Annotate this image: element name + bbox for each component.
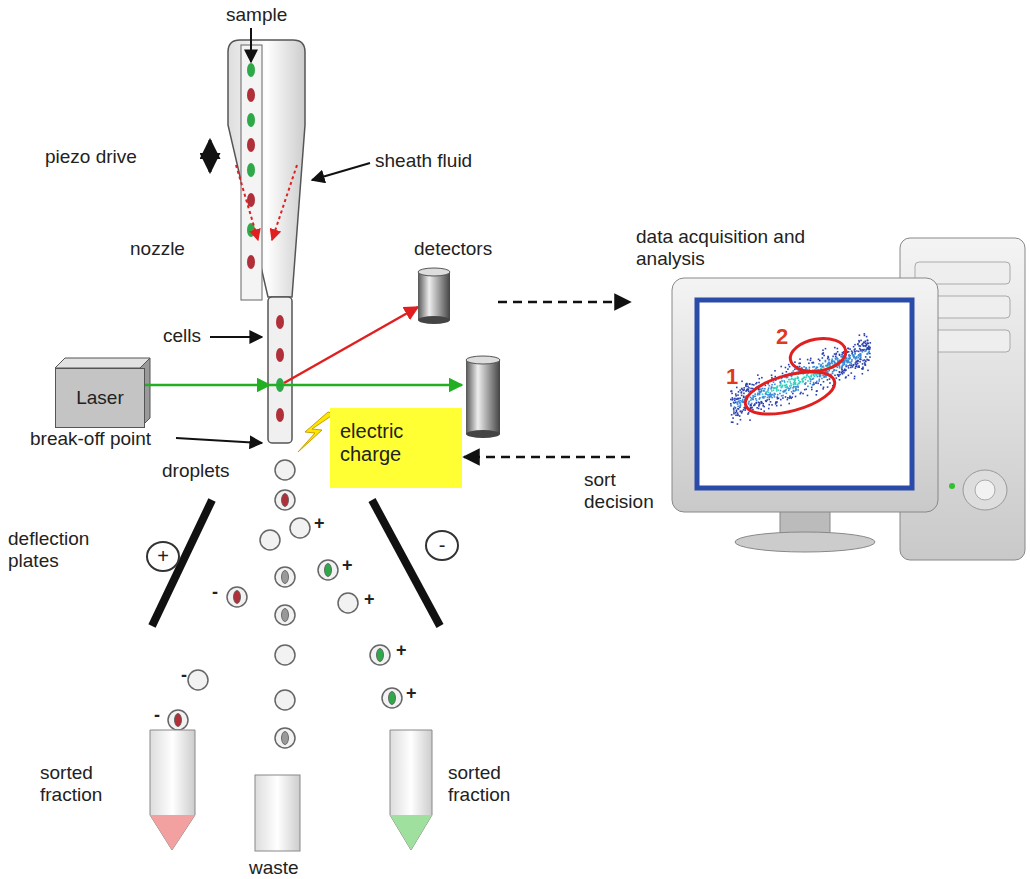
collection-tube — [390, 730, 432, 850]
nozzle-body — [228, 40, 305, 297]
node-text: electric charge — [340, 420, 456, 466]
part-label: waste — [249, 857, 299, 879]
edge-label: sort decision — [582, 469, 656, 513]
part-label: sorted fraction — [40, 762, 135, 806]
part-label: cells — [163, 325, 201, 347]
charge-sign: + — [364, 590, 375, 608]
part-label: nozzle — [130, 238, 185, 260]
detector-unit: detectors — [414, 238, 496, 324]
waste-container — [255, 775, 300, 851]
charge-sign: + — [396, 641, 407, 659]
part-label: deflection plates — [8, 528, 118, 572]
sheath-flow — [272, 165, 297, 240]
node-text: + — [148, 545, 178, 568]
polarity-circle: - — [425, 530, 459, 561]
node-text: detectors — [414, 238, 496, 260]
node-text: - — [427, 534, 457, 557]
charge-sign: - — [212, 583, 218, 601]
gate-ellipse — [788, 334, 849, 375]
leader-line — [250, 28, 252, 62]
deflection-plate — [372, 500, 440, 626]
part-label: sorted fraction — [448, 762, 543, 806]
node-text: data acquisition and analysis — [636, 226, 866, 270]
fluid-stream — [268, 297, 292, 443]
charge-box: electric charge — [330, 408, 462, 488]
cells-in-stream — [247, 63, 284, 422]
collection-tube — [150, 730, 195, 850]
part-label: piezo drive — [45, 146, 137, 168]
dashed-arrow — [498, 301, 630, 304]
sheath-flow — [236, 165, 258, 240]
monitor — [672, 278, 938, 552]
leader-line — [176, 438, 262, 443]
lightning-symbol — [298, 412, 334, 452]
leader-line — [210, 336, 262, 338]
laser-box: Laser — [55, 368, 145, 428]
laser-beam — [144, 384, 270, 387]
charge-sign: - — [181, 666, 187, 684]
piezo-arrow — [209, 140, 212, 172]
scatter-light — [284, 307, 418, 383]
charge-sign: + — [342, 556, 353, 574]
detector-cylinder — [418, 268, 450, 324]
laser-top — [55, 358, 150, 368]
part-label: droplets — [162, 460, 230, 482]
scatter-plot — [730, 333, 871, 425]
charge-sign: - — [154, 706, 160, 724]
charge-sign: + — [314, 514, 325, 532]
leader-line — [312, 163, 370, 180]
computer-station: data acquisition and analysis — [632, 226, 892, 576]
node-text: Laser — [56, 387, 144, 409]
detector-cylinder — [466, 356, 500, 438]
laser-beam — [270, 384, 462, 387]
polarity-circle: + — [146, 541, 180, 572]
droplets — [168, 460, 402, 748]
charge-sign: + — [406, 684, 417, 702]
part-label: break-off point — [30, 428, 151, 450]
part-label: sample — [226, 4, 287, 26]
dashed-arrow — [464, 456, 630, 459]
callout-number: 2 — [776, 326, 788, 348]
gate-ellipse — [741, 364, 839, 423]
sample-tube — [241, 45, 262, 300]
part-label: sheath fluid — [375, 150, 472, 172]
callout-number: 1 — [726, 366, 738, 388]
